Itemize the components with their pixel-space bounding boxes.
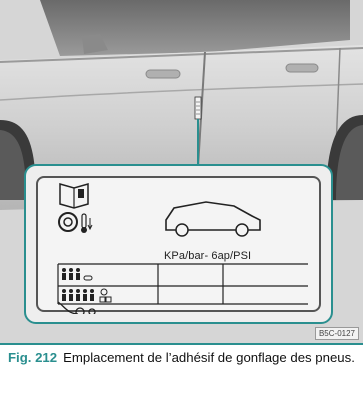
figure-number: Fig. 212	[8, 350, 58, 365]
fuel-flap-icon	[57, 301, 96, 314]
figure-reference-code: B5C-0127	[314, 327, 359, 340]
passengers-partial-load-icon	[62, 268, 93, 281]
sticker-marker	[194, 96, 202, 120]
figure-caption: Fig. 212 Emplacement de l’adhésif de gonf…	[0, 343, 363, 403]
manual-book-icon	[59, 183, 89, 209]
car-silhouette-icon	[165, 201, 261, 237]
pressure-unit-label: KPa/bar- 6ap/PSI	[164, 250, 252, 262]
tire-icon	[58, 212, 78, 232]
window-glass	[40, 0, 350, 56]
door-handle-rear	[285, 63, 319, 73]
tire-pressure-label: KPa/bar- 6ap/PSI	[36, 176, 321, 314]
tire-pressure-label-callout: KPa/bar- 6ap/PSI	[24, 164, 333, 324]
figure-illustration: KPa/bar- 6ap/PSI B5C-0127	[0, 0, 363, 343]
door-handle-front	[145, 69, 181, 79]
thermometer-icon	[81, 213, 93, 233]
label-pictograms	[57, 183, 308, 314]
pressure-table	[57, 263, 308, 305]
side-mirror	[82, 34, 108, 54]
passengers-full-load-icon	[62, 288, 112, 303]
caption-text: Emplacement de l’adhésif de gonflage des…	[63, 350, 355, 365]
